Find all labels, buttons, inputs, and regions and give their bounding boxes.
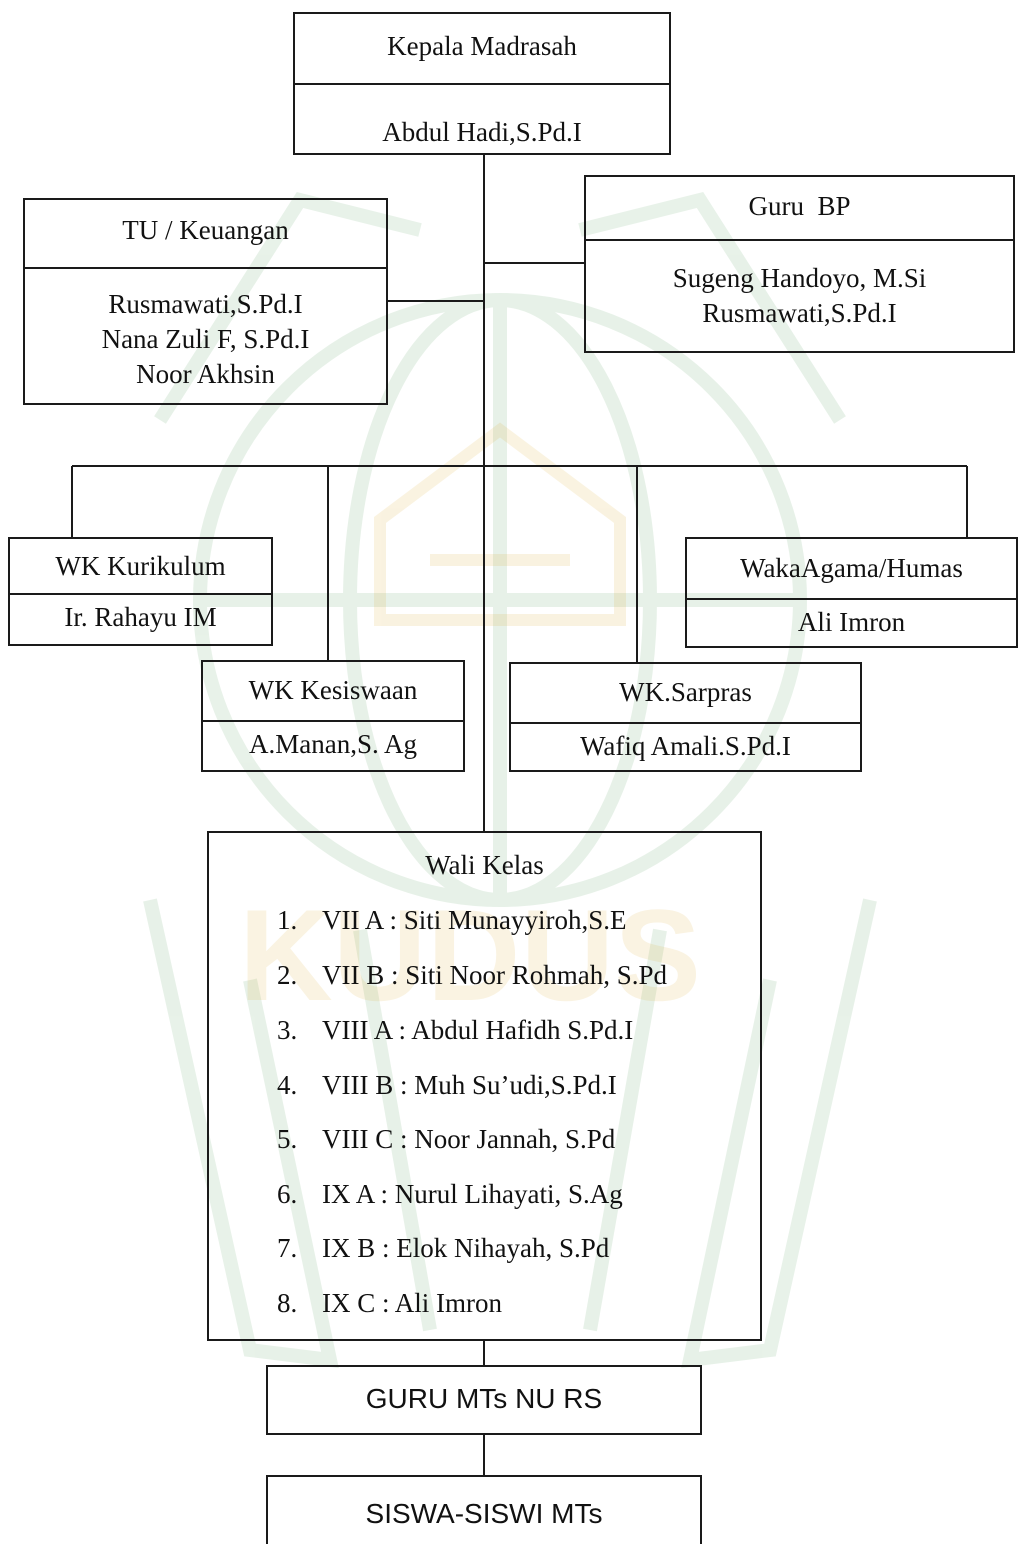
tu-title: TU / Keuangan — [122, 215, 289, 245]
sarpras-name: Wafiq Amali.S.Pd.I — [580, 731, 791, 761]
wk-kesiswaan-box: WK Kesiswaan A.Manan,S. Ag — [201, 660, 465, 772]
kepala-title: Kepala Madrasah — [387, 31, 577, 61]
kepala-name: Abdul Hadi,S.Pd.I — [382, 117, 582, 147]
list-text: IX A : Nurul Lihayati, S.Ag — [322, 1179, 623, 1209]
tu-keuangan-box: TU / Keuangan Rusmawati,S.Pd.I Nana Zuli… — [23, 198, 388, 405]
list-number: 6. — [277, 1179, 298, 1209]
guru-box: GURU MTs NU RS — [266, 1365, 702, 1435]
agama-title: WakaAgama/Humas — [740, 553, 963, 583]
bp-name-2: Rusmawati,S.Pd.I — [702, 298, 897, 328]
list-item: 5. VIII C : Noor Jannah, S.Pd — [277, 1122, 615, 1156]
wk-sarpras-box: WK.Sarpras Wafiq Amali.S.Pd.I — [509, 662, 862, 772]
list-number: 3. — [277, 1015, 298, 1045]
list-text: VIII C : Noor Jannah, S.Pd — [322, 1124, 616, 1154]
kurikulum-name: Ir. Rahayu IM — [64, 602, 217, 632]
list-text: IX B : Elok Nihayah, S.Pd — [322, 1233, 610, 1263]
guru-label: GURU MTs NU RS — [365, 1383, 603, 1414]
list-text: VIII A : Abdul Hafidh S.Pd.I — [322, 1015, 634, 1045]
bp-title: Guru BP — [748, 191, 851, 221]
sarpras-title: WK.Sarpras — [619, 677, 752, 707]
wali-kelas-box: Wali Kelas 1. VII A : Siti Munayyiroh,S.E… — [207, 831, 762, 1341]
siswa-label: SISWA-SISWI MTs — [365, 1498, 603, 1529]
kepala-madrasah-box: Kepala Madrasah Abdul Hadi,S.Pd.I — [293, 12, 671, 155]
list-number: 7. — [277, 1233, 298, 1263]
tu-name-3: Noor Akhsin — [136, 359, 275, 389]
siswa-box: SISWA-SISWI MTs — [266, 1475, 702, 1544]
list-item: 6. IX A : Nurul Lihayati, S.Ag — [277, 1177, 623, 1211]
kesiswaan-title: WK Kesiswaan — [248, 675, 418, 705]
list-number: 5. — [277, 1124, 298, 1154]
list-item: 4. VIII B : Muh Su’udi,S.Pd.I — [277, 1068, 617, 1102]
list-text: VII A : Siti Munayyiroh,S.E — [322, 905, 627, 935]
tu-name-1: Rusmawati,S.Pd.I — [108, 289, 303, 319]
list-item: 7. IX B : Elok Nihayah, S.Pd — [277, 1231, 609, 1265]
list-text: IX C : Ali Imron — [322, 1288, 502, 1318]
wali-title: Wali Kelas — [425, 850, 544, 880]
list-item: 2. VII B : Siti Noor Rohmah, S.Pd — [277, 958, 667, 992]
guru-bp-box: Guru BP Sugeng Handoyo, M.Si Rusmawati,S… — [584, 175, 1015, 353]
list-item: 3. VIII A : Abdul Hafidh S.Pd.I — [277, 1013, 633, 1047]
list-item: 8. IX C : Ali Imron — [277, 1286, 502, 1320]
watermark-text: KUDUS — [239, 882, 701, 1028]
kurikulum-title: WK Kurikulum — [55, 551, 226, 581]
list-text: VII B : Siti Noor Rohmah, S.Pd — [322, 960, 668, 990]
list-number: 2. — [277, 960, 298, 990]
list-number: 1. — [277, 905, 298, 935]
list-text: VIII B : Muh Su’udi,S.Pd.I — [322, 1070, 617, 1100]
wk-kurikulum-box: WK Kurikulum Ir. Rahayu IM — [8, 537, 273, 646]
bp-name-1: Sugeng Handoyo, M.Si — [672, 263, 927, 293]
list-number: 8. — [277, 1288, 298, 1318]
kesiswaan-name: A.Manan,S. Ag — [249, 729, 417, 759]
list-item: 1. VII A : Siti Munayyiroh,S.E — [277, 903, 627, 937]
waka-agama-humas-box: WakaAgama/Humas Ali Imron — [685, 537, 1018, 648]
list-number: 4. — [277, 1070, 298, 1100]
tu-name-2: Nana Zuli F, S.Pd.I — [101, 324, 310, 354]
agama-name: Ali Imron — [797, 607, 906, 637]
